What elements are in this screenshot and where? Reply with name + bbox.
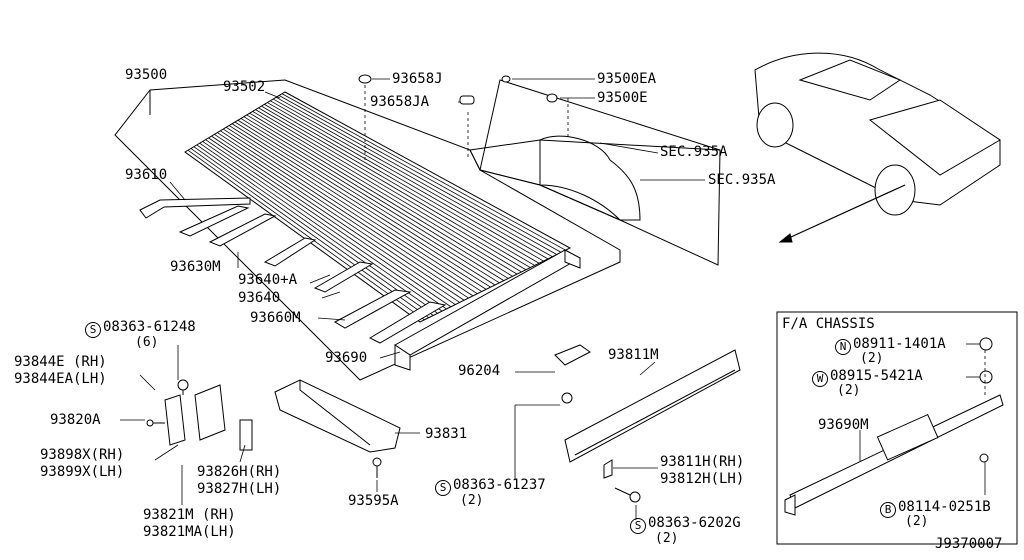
floor-rib xyxy=(211,135,460,303)
label-93660m: 93660M xyxy=(250,310,301,326)
floor-rib xyxy=(258,107,531,268)
floor-rib xyxy=(255,109,527,271)
qty-08915-5421a: (2) xyxy=(837,383,861,398)
floor-rib xyxy=(190,148,430,318)
label-93812h: 93812H(LH) xyxy=(660,471,745,487)
label-93500ea: 93500EA xyxy=(597,71,657,87)
label-93811h: 93811H(RH) xyxy=(660,454,745,470)
qty-08363-61237: (2) xyxy=(460,493,484,508)
label-sec-935a-2: SEC.935A xyxy=(708,172,776,188)
floor-rib xyxy=(249,112,518,275)
floor-rib xyxy=(240,118,505,281)
floor-rib xyxy=(231,123,491,288)
floor-rib xyxy=(267,102,544,262)
qty-08363-6202g: (2) xyxy=(655,531,679,546)
label-93630m: 93630M xyxy=(170,259,221,275)
rail-93811m xyxy=(554,344,741,503)
label-93898x: 93898X(RH) xyxy=(40,447,125,463)
floor-rib xyxy=(223,128,478,295)
floor-rib xyxy=(234,121,496,286)
floor-rib xyxy=(196,144,438,314)
floor-rib xyxy=(214,134,465,301)
label-96204: 96204 xyxy=(458,363,501,379)
label-93811m: 93811M xyxy=(608,347,659,363)
label-93899x: 93899X(LH) xyxy=(40,464,125,480)
bed-floor-panel xyxy=(184,91,572,323)
label-93500e: 93500E xyxy=(597,90,648,106)
label-93640: 93640 xyxy=(238,290,281,306)
label-93821m: 93821M (RH) xyxy=(143,507,236,523)
label-93658j: 93658J xyxy=(392,71,443,87)
cross-members xyxy=(139,197,447,344)
n-symbol-icon: N xyxy=(835,339,851,355)
figure-code: J9370007 xyxy=(935,536,1003,552)
label-93610: 93610 xyxy=(125,167,168,183)
floor-rib xyxy=(243,116,509,279)
floor-rib xyxy=(278,95,562,253)
bracket-assembly xyxy=(146,379,253,451)
floor-rib xyxy=(205,139,452,308)
floor-rib xyxy=(270,100,549,260)
floor-rib xyxy=(228,125,487,290)
floor-rib xyxy=(246,114,513,277)
floor-rib xyxy=(187,149,425,321)
label-93658ja: 93658JA xyxy=(370,94,430,110)
floor-rib xyxy=(237,119,500,284)
qty-08911-1401a: (2) xyxy=(860,351,884,366)
qty-08114-0251b: (2) xyxy=(905,514,929,529)
floor-rib xyxy=(264,104,540,264)
label-93831: 93831 xyxy=(425,426,468,442)
b-symbol-icon: B xyxy=(880,502,896,518)
s-symbol-icon: S xyxy=(630,518,646,534)
floor-rib xyxy=(193,146,434,316)
label-93821ma: 93821MA(LH) xyxy=(143,524,236,540)
s-symbol-icon: S xyxy=(85,322,101,338)
label-93844ea: 93844EA(LH) xyxy=(14,371,107,387)
inset-rail-93690m xyxy=(784,337,1004,516)
label-93500: 93500 xyxy=(125,67,168,83)
floor-rib xyxy=(273,98,553,258)
qty-08363-61248: (6) xyxy=(135,335,159,350)
floor-rib xyxy=(225,126,482,292)
floor-rib xyxy=(208,137,456,305)
label-93690m: 93690M xyxy=(818,417,869,433)
leader-lines xyxy=(120,78,986,520)
floor-rib xyxy=(275,96,557,255)
label-93820a: 93820A xyxy=(50,412,101,428)
front-panel xyxy=(469,79,721,266)
label-93844e: 93844E (RH) xyxy=(14,354,107,370)
floor-rib xyxy=(252,111,522,273)
label-93690: 93690 xyxy=(325,350,368,366)
floor-rib xyxy=(202,141,447,310)
s-symbol-icon: S xyxy=(435,480,451,496)
bed-outline xyxy=(114,79,621,381)
label-93595a: 93595A xyxy=(348,493,399,509)
floor-rib xyxy=(199,142,443,312)
label-93827h: 93827H(LH) xyxy=(197,481,282,497)
cross-member-93831 xyxy=(274,379,401,478)
floor-rib xyxy=(281,93,566,251)
floor-rib xyxy=(220,130,474,297)
side-rail-93690 xyxy=(394,249,582,371)
w-symbol-icon: W xyxy=(812,371,828,387)
inset-title: F/A CHASSIS xyxy=(782,316,875,332)
truck-sketch xyxy=(754,52,1001,243)
label-93640a: 93640+A xyxy=(238,272,298,288)
label-93502: 93502 xyxy=(223,79,266,95)
label-sec-935a-1: SEC.935A xyxy=(660,144,728,160)
label-93826h: 93826H(RH) xyxy=(197,464,282,480)
small-parts xyxy=(358,74,558,105)
floor-rib xyxy=(217,132,469,299)
floor-rib xyxy=(261,105,535,266)
